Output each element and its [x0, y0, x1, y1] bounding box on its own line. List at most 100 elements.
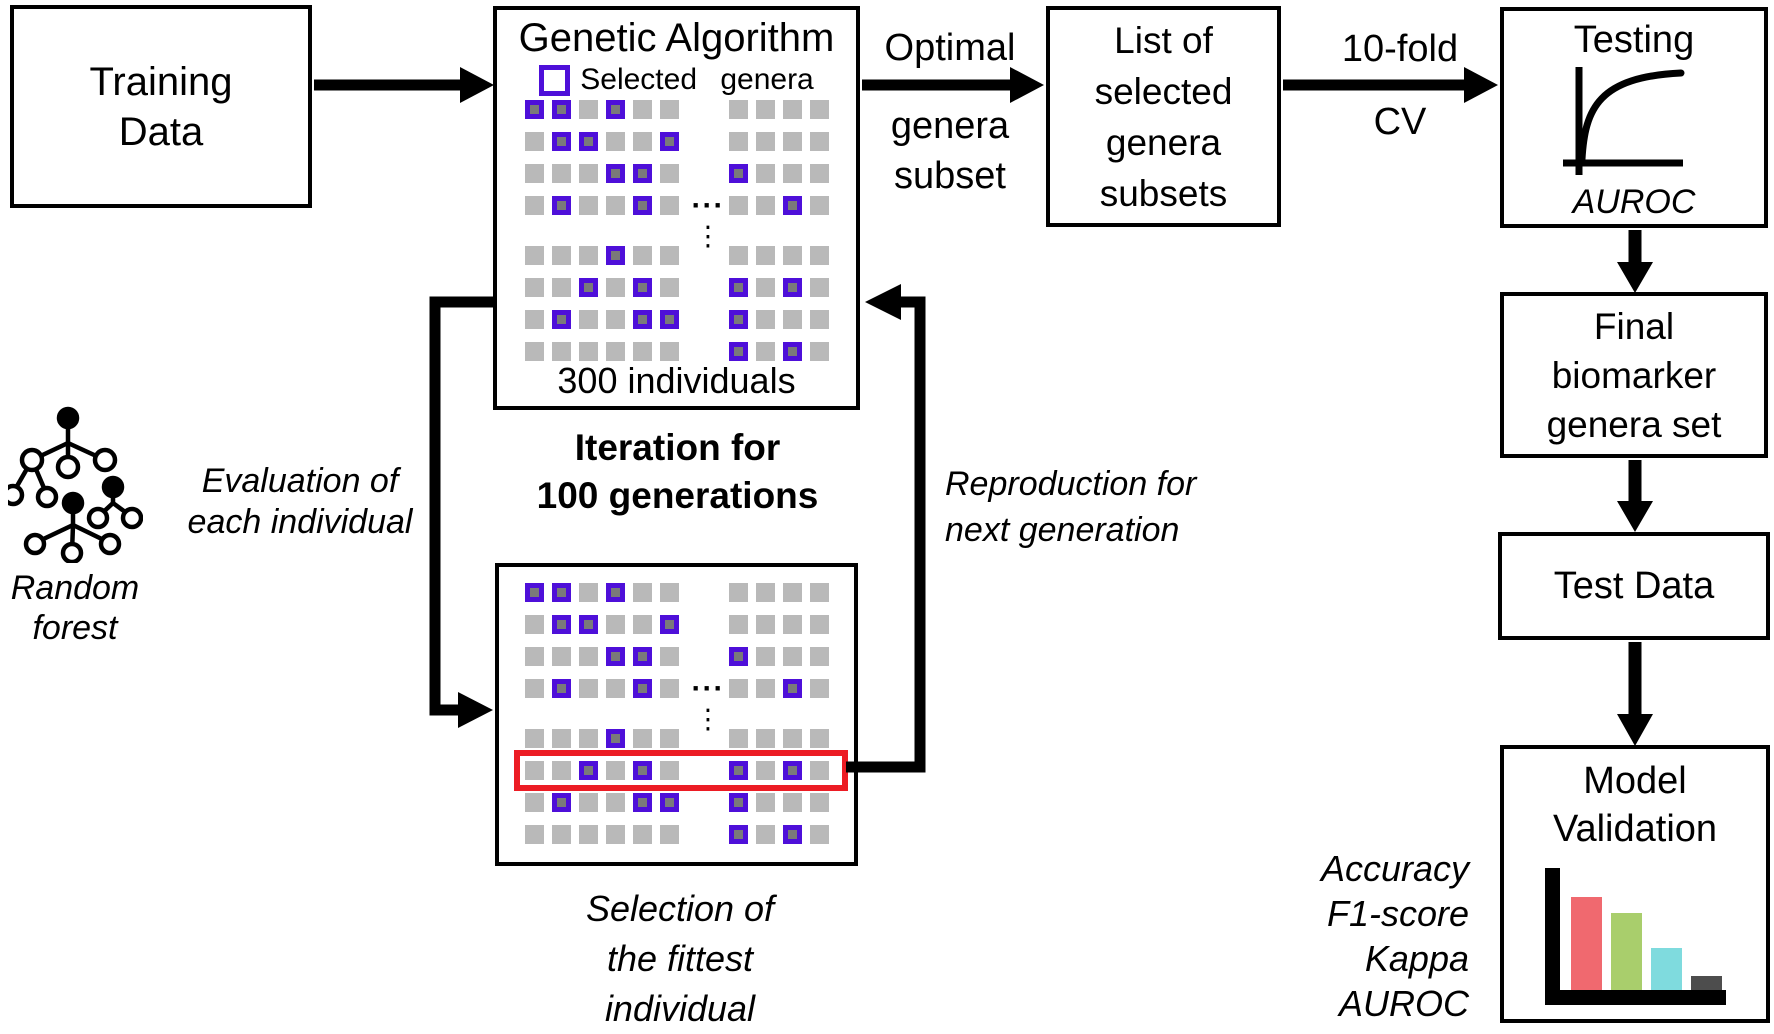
- row-ellipsis: ⋮: [694, 704, 722, 734]
- column-ellipsis: [687, 342, 729, 361]
- selected-genus-cell: [660, 615, 679, 634]
- column-ellipsis: [687, 729, 729, 748]
- genus-cell: [729, 246, 748, 265]
- selected-genus-cell: [783, 761, 802, 780]
- genus-cell: [525, 342, 544, 361]
- selected-genus-cell: [783, 342, 802, 361]
- genus-cell: [660, 278, 679, 297]
- selected-genus-cell: [606, 246, 625, 265]
- genus-cell: [633, 246, 652, 265]
- model-validation-box: Model Validation: [1500, 745, 1770, 1023]
- genus-cell: [756, 310, 775, 329]
- selected-genus-cell: [633, 164, 652, 183]
- genus-cell: [810, 196, 829, 215]
- genus-cell: [552, 729, 571, 748]
- genus-cell: [525, 164, 544, 183]
- individual-row: [525, 246, 837, 265]
- genus-cell: [633, 583, 652, 602]
- selected-genus-cell: [783, 278, 802, 297]
- genus-cell: [810, 100, 829, 119]
- final-biomarker-label: Final biomarker genera set: [1546, 305, 1722, 445]
- genus-cell: [810, 793, 829, 812]
- selected-genus-cell: [579, 132, 598, 151]
- selected-genus-cell: [660, 793, 679, 812]
- column-ellipsis: [687, 246, 729, 265]
- genus-cell: [552, 647, 571, 666]
- genus-cell: [633, 100, 652, 119]
- genus-cell: [633, 729, 652, 748]
- column-ellipsis: [687, 278, 729, 297]
- selected-genus-cell: [729, 793, 748, 812]
- individual-row: [525, 615, 837, 634]
- genus-cell: [606, 761, 625, 780]
- selected-genus-cell: [783, 679, 802, 698]
- genus-cell: [756, 246, 775, 265]
- offspring-population-box: ···⋮: [495, 563, 858, 866]
- genus-cell: [810, 679, 829, 698]
- genus-cell: [756, 164, 775, 183]
- genus-cell: [783, 164, 802, 183]
- genus-cell: [810, 825, 829, 844]
- ga-title: Genetic Algorithm: [518, 16, 835, 60]
- tenfold-cv-label-bottom: CV: [1373, 101, 1427, 143]
- selected-genus-cell: [783, 825, 802, 844]
- offspring-grid: ···⋮: [514, 583, 848, 857]
- genus-cell: [783, 793, 802, 812]
- individual-row: [525, 278, 837, 297]
- selected-genus-cell: [633, 196, 652, 215]
- genus-cell: [756, 825, 775, 844]
- genus-cell: [552, 278, 571, 297]
- selected-genus-cell: [729, 310, 748, 329]
- selected-genus-cell: [606, 583, 625, 602]
- genus-cell: [810, 164, 829, 183]
- genus-cell: [756, 679, 775, 698]
- genus-cell: [783, 583, 802, 602]
- selected-genus-cell: [729, 647, 748, 666]
- arrow-testing-to-final: [1617, 230, 1653, 293]
- selected-genus-cell: [552, 679, 571, 698]
- genus-cell: [552, 761, 571, 780]
- genus-cell: [660, 246, 679, 265]
- genus-cell: [729, 100, 748, 119]
- genus-cell: [606, 278, 625, 297]
- genus-cell: [552, 342, 571, 361]
- metrics-label: Accuracy F1-score Kappa AUROC: [1320, 848, 1469, 1024]
- genus-cell: [810, 647, 829, 666]
- selected-genus-cell: [633, 647, 652, 666]
- selected-genus-cell: [729, 164, 748, 183]
- individual-row: ···: [525, 191, 837, 221]
- genus-cell: [525, 647, 544, 666]
- bar-chart-icon: [1545, 868, 1726, 1005]
- reproduction-label: Reproduction for next generation: [945, 465, 1197, 549]
- individual-row: [525, 647, 837, 666]
- genus-cell: [633, 342, 652, 361]
- genus-cell: [810, 246, 829, 265]
- genus-cell: [660, 164, 679, 183]
- genus-cell: [756, 196, 775, 215]
- genus-cell: [606, 342, 625, 361]
- selected-genus-cell: [525, 583, 544, 602]
- selected-genus-cell: [606, 100, 625, 119]
- arrow-ga-to-list: [862, 67, 1044, 103]
- evaluation-label: Evaluation of each individual: [187, 462, 413, 541]
- individuals-caption: 300 individuals: [557, 360, 796, 401]
- optimal-subset-label-top: Optimal: [884, 27, 1016, 69]
- genus-cell: [525, 196, 544, 215]
- genus-cell: [810, 342, 829, 361]
- validation-bar: [1691, 976, 1722, 990]
- genetic-algorithm-box: Genetic Algorithm Selected genera ···⋮ 3…: [493, 6, 860, 410]
- genus-cell: [756, 729, 775, 748]
- validation-bar: [1611, 913, 1642, 990]
- selected-genus-cell: [633, 679, 652, 698]
- genus-cell: [579, 196, 598, 215]
- genus-cell: [525, 679, 544, 698]
- genus-cell: [525, 761, 544, 780]
- selected-genus-cell: [552, 793, 571, 812]
- individual-row: [525, 342, 837, 361]
- model-validation-label: Model Validation: [1552, 760, 1718, 850]
- column-ellipsis: [687, 100, 729, 119]
- genus-cell: [525, 793, 544, 812]
- selected-genus-cell: [579, 615, 598, 634]
- selected-genus-cell: [606, 729, 625, 748]
